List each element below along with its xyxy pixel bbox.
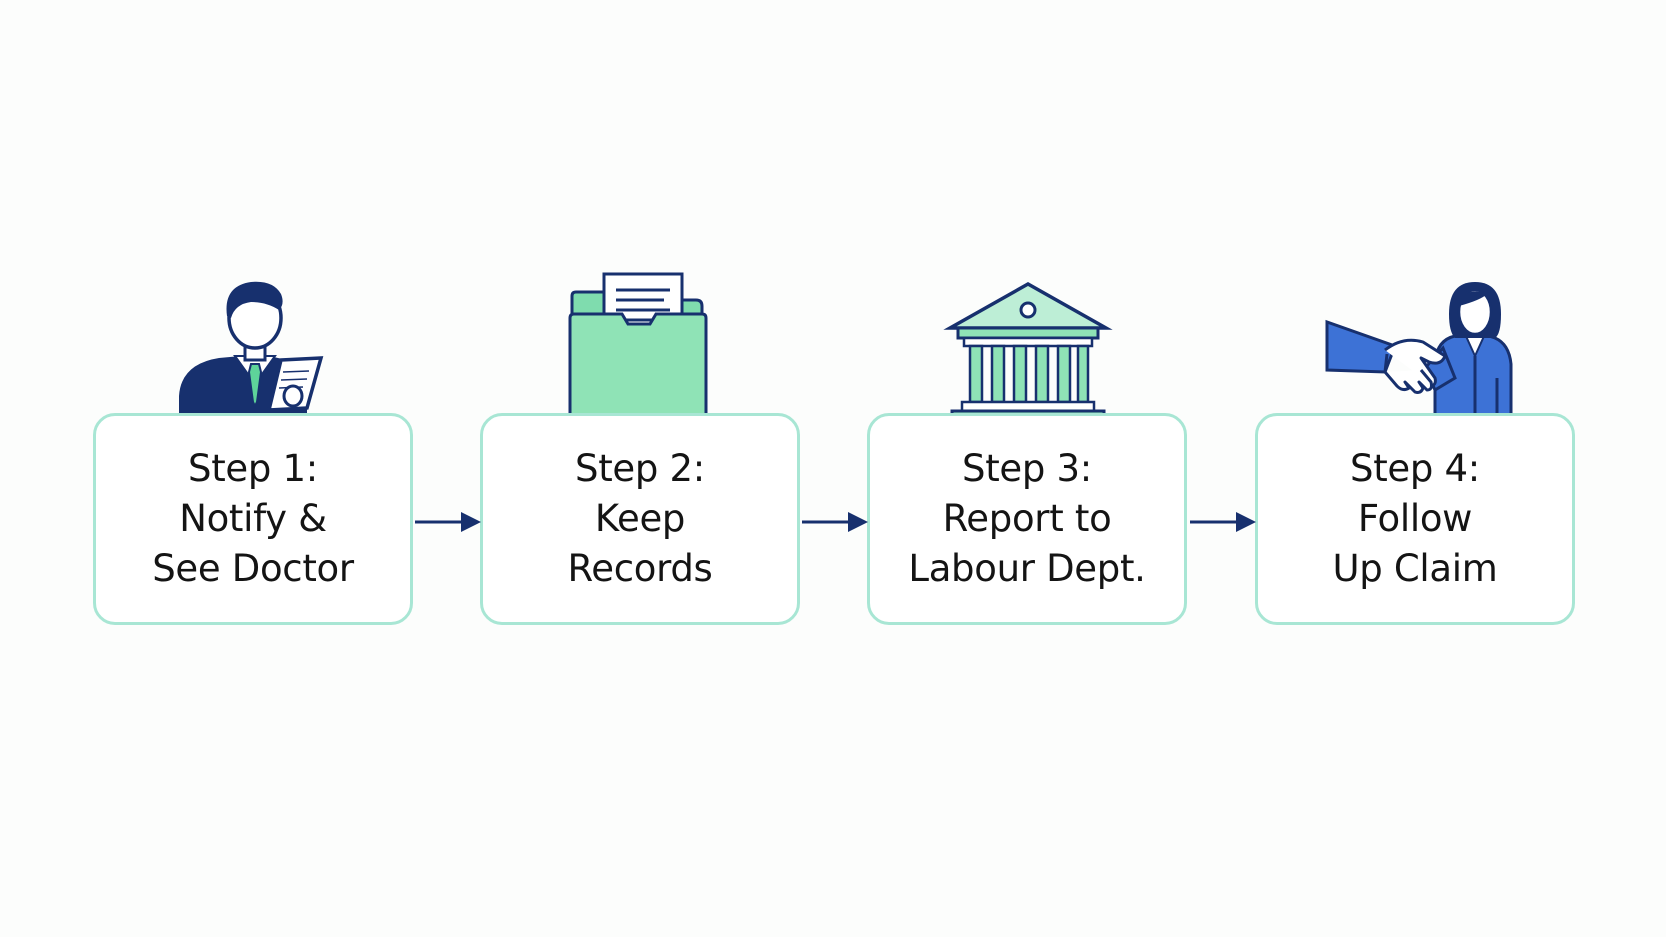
step-3-line-3: Labour Dept. <box>908 547 1146 590</box>
step-3-title: Step 3: <box>962 447 1092 490</box>
step-4-label: Step 4: Follow Up Claim <box>1332 444 1497 594</box>
step-2-line-2: Keep <box>594 497 686 540</box>
step-4-line-2: Follow <box>1357 497 1473 540</box>
arrow-step-1-to-2 <box>415 512 481 532</box>
step-1-line-2: Notify & <box>179 497 327 540</box>
step-3-label: Step 3: Report to Labour Dept. <box>908 444 1146 594</box>
step-4-box: Step 4: Follow Up Claim <box>1255 413 1575 625</box>
step-4-title: Step 4: <box>1350 447 1480 490</box>
step-3-line-2: Report to <box>942 497 1112 540</box>
step-1-box: Step 1: Notify & See Doctor <box>93 413 413 625</box>
step-1-label: Step 1: Notify & See Doctor <box>152 444 354 594</box>
step-2-title: Step 2: <box>575 447 705 490</box>
handshake-icon <box>1325 282 1513 426</box>
step-2-box: Step 2: Keep Records <box>480 413 800 625</box>
step-1-line-3: See Doctor <box>152 547 354 590</box>
arrow-step-2-to-3 <box>802 512 868 532</box>
step-2-line-3: Records <box>567 547 713 590</box>
step-3-box: Step 3: Report to Labour Dept. <box>867 413 1187 625</box>
step-2-label: Step 2: Keep Records <box>567 444 712 594</box>
step-1-title: Step 1: <box>188 447 318 490</box>
step-4-line-3: Up Claim <box>1332 547 1498 590</box>
arrow-step-3-to-4 <box>1190 512 1256 532</box>
doctor-with-clipboard-icon <box>179 281 324 424</box>
folder-with-document-icon <box>568 272 708 418</box>
government-building-icon <box>943 281 1113 423</box>
